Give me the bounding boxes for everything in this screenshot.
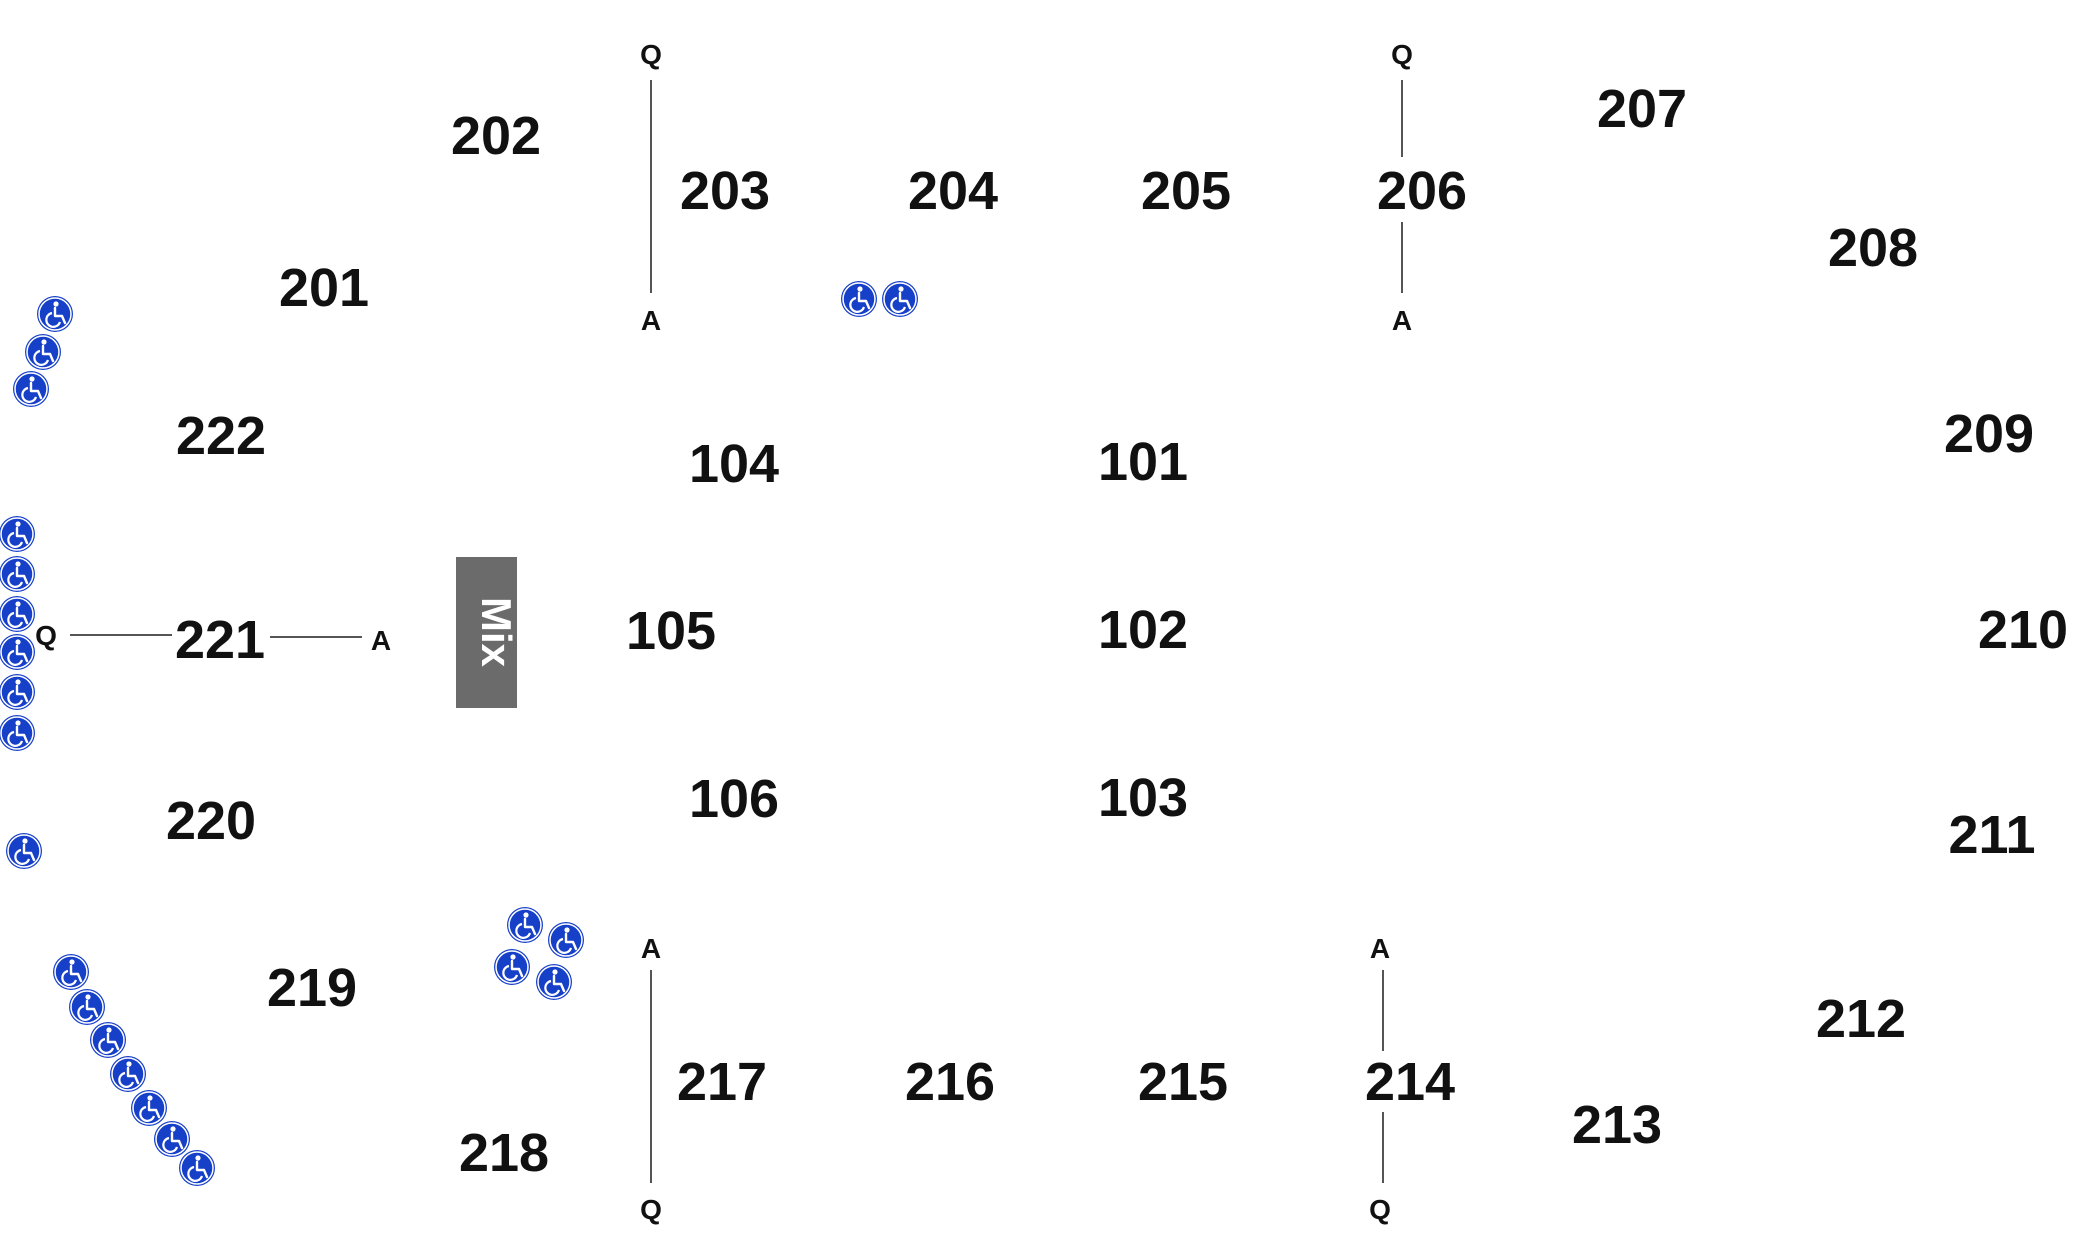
section-210[interactable]: 210 [1978, 600, 2068, 660]
wheelchair-icon[interactable] [534, 962, 574, 1002]
wheelchair-icon[interactable] [0, 632, 37, 672]
section-214[interactable]: 214 [1365, 1052, 1455, 1112]
section-211[interactable]: 211 [1948, 805, 2035, 865]
section-102[interactable]: 102 [1098, 600, 1188, 660]
wheelchair-icon[interactable] [35, 294, 75, 334]
section-103[interactable]: 103 [1098, 768, 1188, 828]
wheelchair-icon[interactable] [129, 1088, 169, 1128]
wheelchair-icon[interactable] [546, 920, 586, 960]
wheelchair-icon[interactable] [880, 279, 920, 319]
section-222[interactable]: 222 [176, 406, 266, 466]
wheelchair-icon[interactable] [67, 987, 107, 1027]
section-207[interactable]: 207 [1597, 79, 1687, 139]
aisle-a-217: A [641, 933, 661, 964]
section-218[interactable]: 218 [459, 1123, 549, 1183]
section-216[interactable]: 216 [905, 1052, 995, 1112]
section-217[interactable]: 217 [677, 1052, 767, 1112]
section-201[interactable]: 201 [279, 258, 369, 318]
wheelchair-icon[interactable] [11, 369, 51, 409]
mix-box [456, 557, 517, 708]
aisle-a-203: A [641, 305, 661, 336]
wheelchair-icon[interactable] [88, 1020, 128, 1060]
wheelchair-icon[interactable] [505, 905, 545, 945]
aisle-q-214: Q [1369, 1194, 1391, 1225]
section-215[interactable]: 215 [1138, 1052, 1228, 1112]
section-208[interactable]: 208 [1828, 218, 1918, 278]
section-202[interactable]: 202 [451, 106, 541, 166]
wheelchair-icon[interactable] [23, 332, 63, 372]
aisle-q-217: Q [640, 1194, 662, 1225]
section-212[interactable]: 212 [1816, 989, 1906, 1049]
aisle-a-214: A [1370, 933, 1390, 964]
section-101[interactable]: 101 [1098, 432, 1188, 492]
aisle-q-221: Q [35, 620, 57, 651]
wheelchair-icon[interactable] [0, 554, 37, 594]
aisle-a-206: A [1392, 305, 1412, 336]
aisle-a-221: A [371, 625, 391, 656]
mix-position[interactable]: Mix [456, 557, 520, 708]
section-104[interactable]: 104 [689, 434, 779, 494]
wheelchair-icon[interactable] [839, 279, 879, 319]
wheelchair-icon[interactable] [0, 594, 37, 634]
section-106[interactable]: 106 [689, 769, 779, 829]
section-206[interactable]: 206 [1377, 161, 1467, 221]
wheelchair-icon[interactable] [51, 952, 91, 992]
wheelchair-icon[interactable] [0, 713, 37, 753]
mix-label: Mix [473, 597, 520, 668]
wheelchair-icon[interactable] [0, 672, 37, 712]
section-213[interactable]: 213 [1572, 1095, 1662, 1155]
section-221[interactable]: 221 [175, 610, 265, 670]
aisle-q-203: Q [640, 39, 662, 70]
section-205[interactable]: 205 [1141, 161, 1231, 221]
wheelchair-icon[interactable] [177, 1148, 217, 1188]
wheelchair-icon[interactable] [152, 1119, 192, 1159]
section-203[interactable]: 203 [680, 161, 770, 221]
wheelchair-icon[interactable] [108, 1054, 148, 1094]
section-204[interactable]: 204 [908, 161, 998, 221]
aisle-q-206: Q [1391, 39, 1413, 70]
section-219[interactable]: 219 [267, 958, 357, 1018]
section-209[interactable]: 209 [1944, 404, 2034, 464]
section-105[interactable]: 105 [626, 601, 716, 661]
wheelchair-icon[interactable] [4, 831, 44, 871]
section-220[interactable]: 220 [166, 791, 256, 851]
wheelchair-icon[interactable] [0, 514, 37, 554]
wheelchair-icon[interactable] [492, 947, 532, 987]
